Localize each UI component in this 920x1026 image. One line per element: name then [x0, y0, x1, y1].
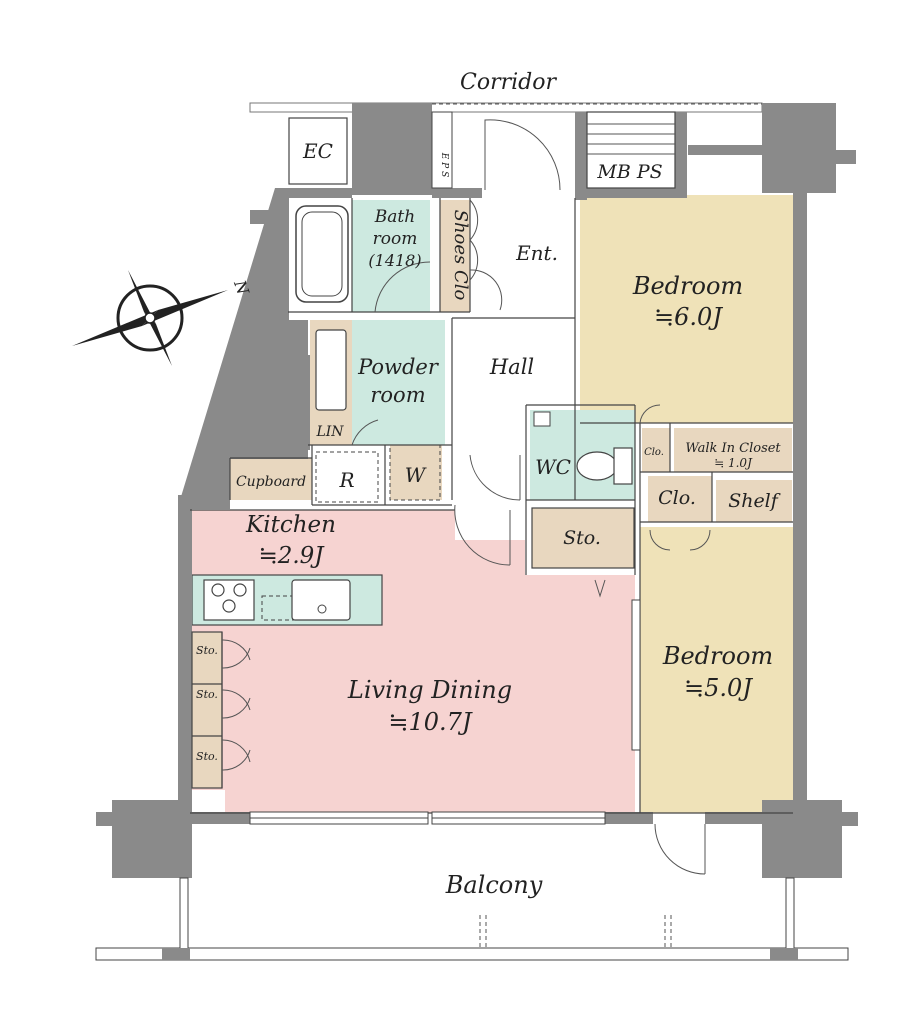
wall-stub-west: [250, 210, 278, 224]
column-northeast: [762, 103, 836, 193]
wall-south-2: [605, 812, 653, 824]
mbps-box: [586, 111, 676, 189]
wall-south-1: [190, 812, 250, 824]
wall-mbps-east: [675, 112, 687, 198]
column-southeast: [762, 800, 842, 878]
walkin-closet-area: [674, 428, 792, 472]
wall-west-powder: [296, 355, 310, 450]
clo-area: [648, 476, 712, 522]
entrance-label: Ent.: [515, 241, 558, 265]
bedroom1-name: Bedroom: [632, 272, 743, 300]
wc-sink: [533, 411, 551, 427]
wall-north-bedroom: [688, 145, 762, 155]
wall-mbps-west: [575, 112, 587, 200]
compass-icon: [72, 270, 228, 366]
south-windows: [249, 811, 606, 825]
balcony-stub-left: [162, 948, 190, 960]
eps-label: E P S: [439, 152, 449, 178]
living-dining-name: Living Dining: [347, 676, 512, 704]
bath-label-1: Bath: [374, 207, 415, 227]
eps-box: [431, 111, 453, 189]
walkin-label-2: ≒ 1.0J: [714, 456, 753, 470]
clo-label: Clo.: [658, 487, 696, 509]
wall-west-living: [178, 495, 192, 815]
bedroom-1-area: [580, 195, 793, 423]
kitchen-size: ≒2.9J: [258, 543, 325, 569]
kitchen-sink: [291, 579, 351, 621]
walkin-label-1: Walk In Closet: [685, 441, 781, 456]
lin-label: LIN: [315, 424, 344, 440]
storage-label: Sto.: [563, 527, 601, 549]
clo-small-label: Clo.: [644, 447, 664, 458]
bedroom2-size: ≒5.0J: [684, 674, 753, 702]
ec-box: [288, 117, 348, 185]
cupboard-area: [230, 458, 312, 500]
wall-west-bath: [275, 188, 289, 368]
shoes-closet-area: [440, 200, 470, 312]
bedroom-2-area: [640, 527, 793, 813]
washer-area: [390, 445, 442, 500]
bath-label-2: room: [373, 229, 418, 249]
column-southwest: [112, 800, 192, 878]
cupboard-label: Cupboard: [236, 474, 306, 490]
balcony-stub-right: [770, 948, 798, 960]
balcony-post-left: [179, 877, 189, 951]
wall-west-cupboard: [216, 445, 230, 505]
mbps-label: MB PS: [596, 161, 662, 183]
bathtub: [295, 205, 349, 303]
shelf-label: Shelf: [728, 490, 781, 512]
storage-left-1: Sto.: [196, 644, 218, 657]
shoes-closet-label: Shoes Clo: [450, 210, 471, 301]
ec-label: EC: [302, 139, 333, 163]
vanity-sink: [315, 329, 347, 411]
column-north: [352, 103, 432, 193]
bath-label-3: (1418): [368, 251, 421, 270]
fridge-label: R: [338, 468, 354, 492]
wall-stub-ne: [836, 150, 856, 164]
corridor-label: Corridor: [460, 70, 557, 95]
toilet: [576, 451, 618, 481]
left-storage-area: [192, 632, 222, 788]
bedroom2-window: [631, 599, 641, 751]
washer-space: [389, 444, 441, 501]
storage-area: [532, 508, 634, 568]
storage-left-2: Sto.: [196, 688, 218, 701]
fridge-space: [315, 451, 379, 503]
bath-wet-area: [352, 200, 430, 312]
wall-stub-sw: [96, 812, 114, 826]
balcony-post-right: [785, 877, 795, 951]
balcony-rail: [95, 947, 849, 961]
bathtub-inner: [301, 211, 343, 297]
wc-label: WC: [535, 455, 571, 479]
bedroom2-name: Bedroom: [662, 642, 773, 670]
wall-stub-west2: [276, 355, 298, 369]
hall-label: Hall: [489, 355, 534, 379]
shelf-area: [716, 480, 792, 522]
toilet-tank: [613, 447, 633, 485]
wall-north-cupboard: [216, 445, 308, 459]
powder-label-1: Powder: [357, 355, 440, 379]
balcony-label: Balcony: [445, 871, 543, 899]
wall-mbps-south: [575, 188, 675, 198]
wall-south-3: [705, 812, 765, 824]
wall-eps-south: [432, 188, 482, 198]
bedroom1-size: ≒6.0J: [654, 303, 723, 331]
wall-east: [793, 188, 807, 813]
door-swings: [221, 119, 711, 875]
powder-label-2: room: [370, 383, 425, 407]
kitchen-name: Kitchen: [245, 512, 336, 538]
washer-label: W: [405, 463, 427, 487]
storage-left-3: Sto.: [196, 750, 218, 763]
wall-stub-se: [840, 812, 858, 826]
living-dining-size: ≒10.7J: [388, 708, 473, 736]
clo-small-area: [642, 428, 670, 472]
